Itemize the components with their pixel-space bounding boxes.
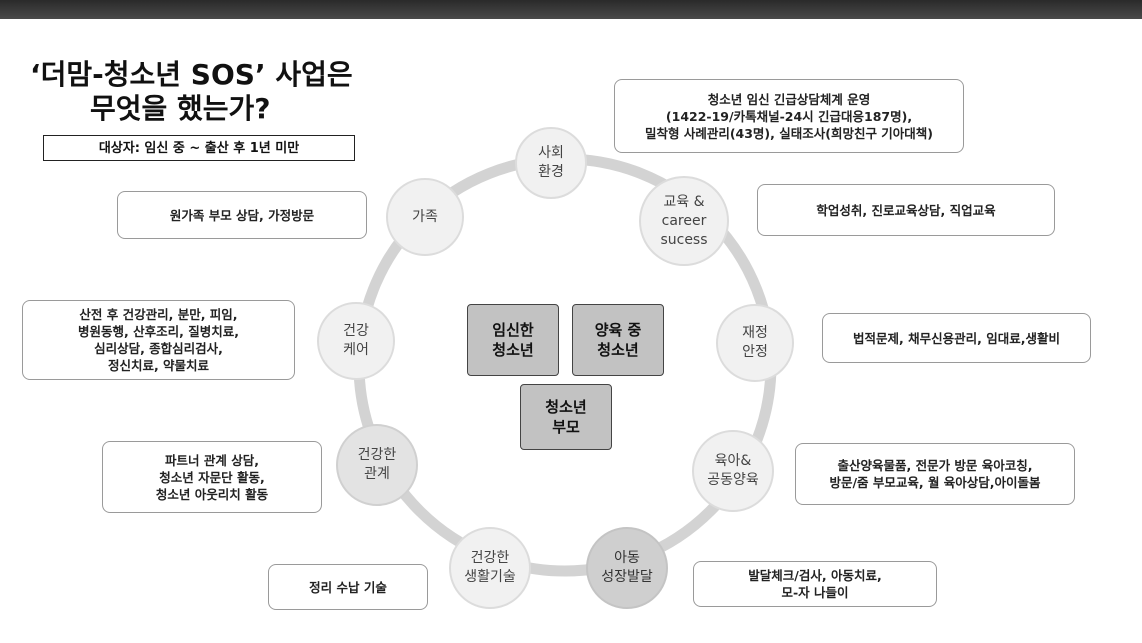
node-child-development: 아동 성장발달 <box>586 527 668 609</box>
node-social-environment: 사회 환경 <box>515 127 587 199</box>
top-bar <box>0 0 1142 19</box>
center-parenting-youth: 양육 중 청소년 <box>572 304 664 376</box>
node-childcare-coparenting: 육아& 공동양육 <box>692 430 774 512</box>
title-line-2: 무엇을 했는가? <box>90 92 271 125</box>
box-child-development: 발달체크/검사, 아동치료, 모-자 나들이 <box>693 561 937 607</box>
page-title: ‘더맘-청소년 SOS’ 사업은 무엇을 했는가? <box>30 58 370 126</box>
node-family: 가족 <box>386 178 464 256</box>
box-financial-stability: 법적문제, 채무신용관리, 임대료,생활비 <box>822 313 1091 363</box>
node-health-care: 건강 케어 <box>317 302 395 380</box>
center-pregnant-youth: 임신한 청소년 <box>467 304 559 376</box>
target-audience-label: 대상자: 임신 중 ~ 출산 후 1년 미만 <box>43 135 355 161</box>
box-life-skills: 정리 수납 기술 <box>268 564 428 610</box>
node-financial-stability: 재정 안정 <box>716 304 794 382</box>
box-education-career: 학업성취, 진로교육상담, 직업교육 <box>757 184 1055 236</box>
box-social-environment: 청소년 임신 긴급상담체계 운영 (1422-19/카톡채널-24시 긴급대응1… <box>614 79 964 153</box>
node-life-skills: 건강한 생활기술 <box>449 527 531 609</box>
node-education-career: 교육 & career sucess <box>639 176 729 266</box>
title-line-1: ‘더맘-청소년 SOS’ 사업은 <box>30 58 353 91</box>
box-health-care: 산전 후 건강관리, 분만, 피임, 병원동행, 산후조리, 질병치료, 심리상… <box>22 300 295 380</box>
box-family: 원가족 부모 상담, 가정방문 <box>117 191 367 239</box>
node-healthy-relationships: 건강한 관계 <box>336 424 418 506</box>
center-youth-parents: 청소년 부모 <box>520 384 612 450</box>
box-healthy-relationships: 파트너 관계 상담, 청소년 자문단 활동, 청소년 아웃리치 활동 <box>102 441 322 513</box>
box-childcare-coparenting: 출산양육물품, 전문가 방문 육아코칭, 방문/줌 부모교육, 월 육아상담,아… <box>795 443 1075 505</box>
